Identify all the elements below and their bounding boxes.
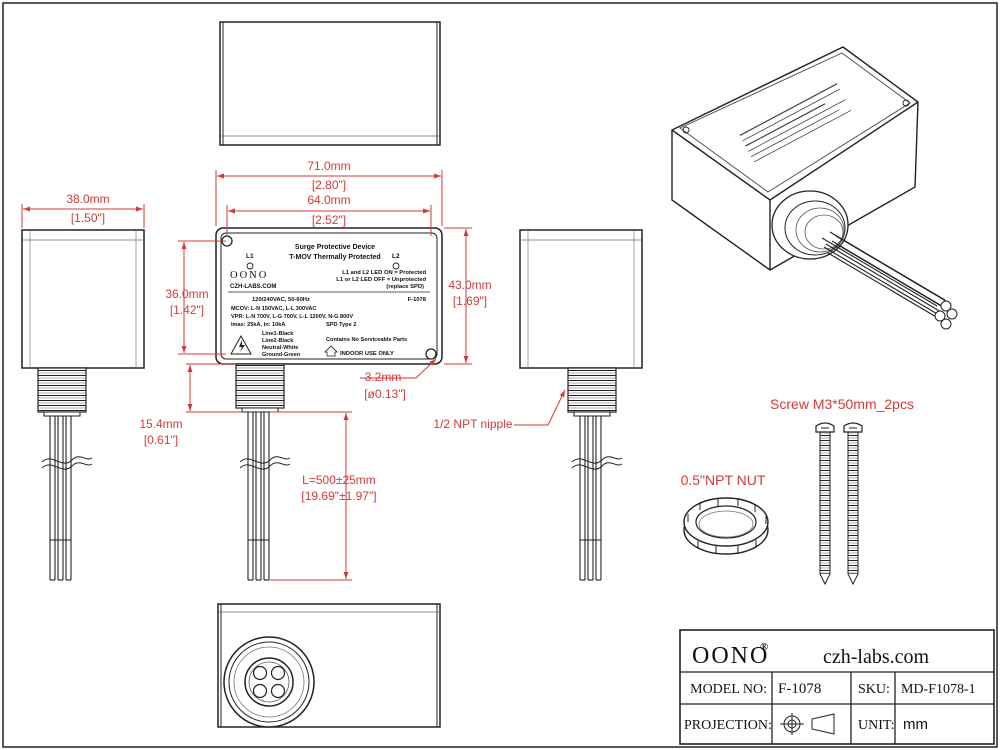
label-nipple: 1/2 NPT nipple — [433, 417, 512, 431]
plate-led-l1: L1 — [246, 253, 254, 260]
label-screw: Screw M3*50mm_2pcs — [770, 396, 914, 412]
dim-inner-height-mm: 36.0mm — [165, 287, 208, 301]
dim-width-mm: 71.0mm — [307, 159, 350, 173]
top-view — [219, 21, 441, 146]
isometric-view — [671, 46, 958, 330]
dim-inner-width-mm: 64.0mm — [307, 193, 350, 207]
plate-mcov: MCOV: L-N 150VAC, L-L 300VAC — [231, 306, 316, 312]
plate-service: Contains No Serviceable Parts — [326, 337, 407, 343]
front-view: Surge Protective Device T-MOV Thermally … — [215, 227, 443, 581]
tb-model-label: MODEL NO: — [690, 682, 767, 697]
home-icon — [324, 345, 338, 357]
plate-title: Surge Protective Device — [295, 244, 375, 251]
plate-led-on: L1 and L2 LED ON = Protected — [342, 270, 426, 276]
right-side-view — [519, 229, 643, 581]
tb-unit-value: mm — [903, 716, 928, 733]
led-l2-icon — [392, 262, 400, 270]
dim-inner-height-in: [1.42"] — [170, 303, 204, 317]
tb-model-value: F-1078 — [778, 681, 821, 697]
bottom-view — [217, 603, 441, 728]
plate-vpr: VPR: L-N 700V, L-G 700V, L-L 1200V, N-G … — [231, 314, 353, 320]
projection-icon — [780, 713, 835, 735]
dim-lead-mm: L=500±25mm — [302, 473, 376, 487]
tb-brand: OONO — [692, 643, 769, 669]
dim-depth-in: [1.50"] — [71, 211, 105, 225]
plate-site: CZH-LABS.COM — [230, 284, 276, 290]
plate-model: F-1078 — [408, 297, 427, 303]
dim-lead-in: [19.69"±1.97"] — [301, 489, 376, 503]
tb-projection-label: PROJECTION: — [684, 718, 772, 733]
plate-wire3: Neutral-White — [262, 345, 298, 351]
screw-left — [815, 422, 835, 586]
title-block — [679, 629, 995, 745]
dim-depth-mm: 38.0mm — [66, 192, 109, 206]
dim-hole-in: [ø0.13"] — [364, 387, 406, 401]
plate-led-replace: (replace SPD) — [386, 284, 424, 290]
warning-icon — [230, 334, 252, 355]
screw-right — [843, 422, 863, 586]
plate-led-off: L1 or L2 LED OFF = Unprotected — [336, 277, 426, 283]
dim-nipple-in: [0.61"] — [144, 433, 178, 447]
plate-rating: 120/240VAC, 50-60Hz — [252, 297, 310, 303]
label-nut: 0.5"NPT NUT — [681, 472, 766, 488]
plate-brand: OONO — [230, 270, 268, 281]
plate-imax: Imax: 25kA, In: 10kA — [231, 322, 285, 328]
plate-wire2: Line2-Black — [262, 338, 294, 344]
plate-led-l2: L2 — [392, 253, 400, 260]
npt-nut — [683, 497, 769, 555]
dim-height-in: [1.69"] — [453, 294, 487, 308]
plate-wire1: Line1-Black — [262, 331, 294, 337]
tb-reg: ® — [760, 641, 768, 653]
tb-sku-label: SKU: — [858, 682, 890, 697]
dim-hole-mm: 3.2mm — [365, 370, 402, 384]
dim-nipple-mm: 15.4mm — [139, 417, 182, 431]
plate-subtitle: T-MOV Thermally Protected — [289, 254, 380, 261]
dim-height-mm: 43.0mm — [448, 278, 491, 292]
dimensions — [21, 170, 566, 581]
plate-wire4: Ground-Green — [262, 352, 301, 358]
dim-width-in: [2.80"] — [312, 178, 346, 192]
tb-unit-label: UNIT: — [858, 718, 895, 733]
plate-type: SPD Type 2 — [326, 322, 356, 328]
dim-inner-width-in: [2.52"] — [312, 213, 346, 227]
tb-sku-value: MD-F1078-1 — [901, 682, 976, 697]
left-side-view — [21, 229, 145, 581]
tb-website: czh-labs.com — [823, 646, 930, 668]
plate-indoor: INDOOR USE ONLY — [340, 351, 394, 357]
led-l1-icon — [246, 262, 254, 270]
iso-label-lines — [739, 83, 852, 163]
